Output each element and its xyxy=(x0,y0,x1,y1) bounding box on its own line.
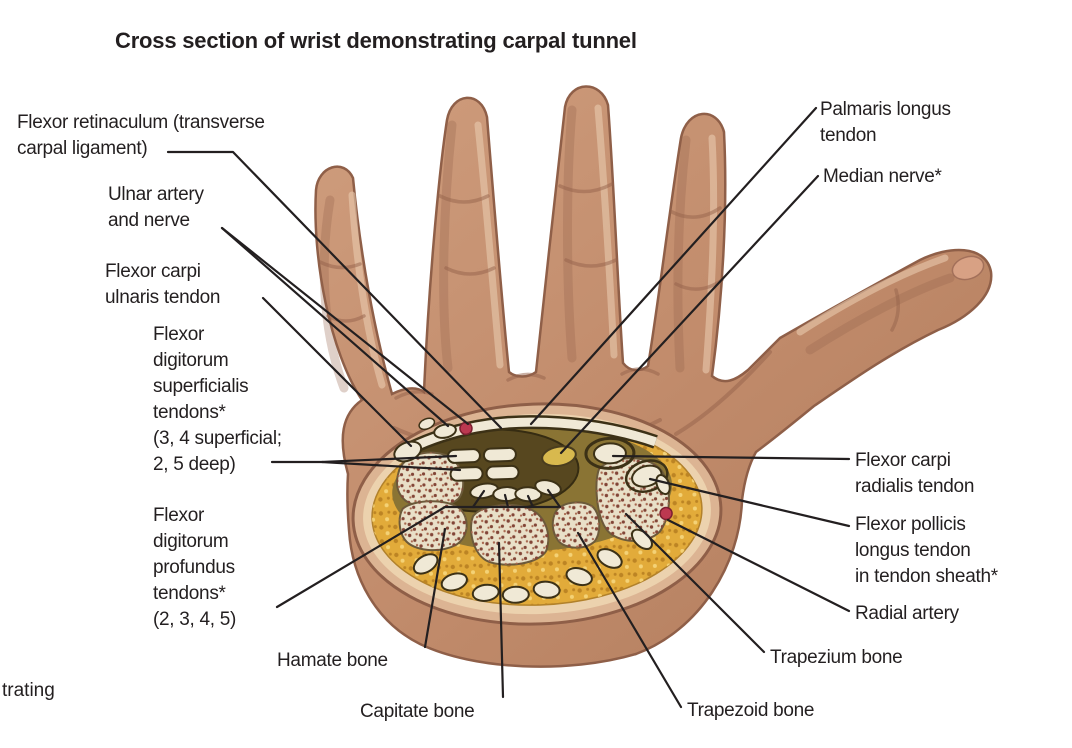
flexor-pollicis-longus-oval xyxy=(631,464,663,488)
flexor-carpi-radialis-sheath xyxy=(584,436,636,470)
leader-flexor-digitorum-profundus-tendons xyxy=(526,494,535,509)
radial-artery-dot xyxy=(659,506,673,521)
leader-palmaris-longus-tendon xyxy=(529,106,818,426)
leader-flexor-retinaculum xyxy=(166,150,503,430)
leader-lines xyxy=(166,106,851,709)
leader-capitate-bone xyxy=(497,541,505,699)
leader-flexor-digitorum-profundus-tendons xyxy=(546,488,562,509)
leader-median-nerve xyxy=(559,174,820,455)
median-nerve-oval xyxy=(541,445,577,468)
leader-trapezium-bone xyxy=(624,512,766,654)
leader-flexor-carpi-ulnaris-tendon xyxy=(261,296,413,448)
leader-flexor-digitorum-profundus-tendons xyxy=(503,493,510,509)
leader-flexor-digitorum-profundus-tendons xyxy=(275,505,560,609)
leader-flexor-carpi-radialis-tendon xyxy=(611,454,851,461)
flexor-carpi-ulnaris-oval xyxy=(393,440,423,463)
bone-hamate xyxy=(398,500,468,552)
wrist-cross-section xyxy=(351,402,723,626)
flexor-carpi-radialis-oval xyxy=(592,442,627,465)
ulnar-artery-dot xyxy=(459,421,473,436)
page-title: Cross section of wrist demonstrating car… xyxy=(115,28,637,53)
stray-text: trating xyxy=(2,680,55,701)
ulnar-nerve-oval xyxy=(433,423,457,439)
leader-radial-artery xyxy=(666,518,851,613)
leader-hamate-bone xyxy=(423,527,447,649)
bone-capitate xyxy=(470,504,550,566)
flexor-pollicis-longus-sheath xyxy=(624,459,669,494)
leader-flexor-digitorum-profundus-tendons xyxy=(471,489,486,509)
leader-flexor-digitorum-superficialis-tendons xyxy=(320,460,462,472)
leader-trapezoid-bone xyxy=(576,531,683,709)
leader-flexor-pollicis-longus-tendon xyxy=(648,477,851,528)
bone-trapezoid xyxy=(551,501,601,549)
finger-shading xyxy=(319,104,955,393)
small-tendon-oval xyxy=(418,417,436,431)
leader-ulnar-artery-and-nerve xyxy=(220,226,470,426)
profundus-tendons xyxy=(469,479,562,503)
leader-ulnar-artery-and-nerve xyxy=(220,226,450,428)
thumb-nail xyxy=(951,255,985,281)
